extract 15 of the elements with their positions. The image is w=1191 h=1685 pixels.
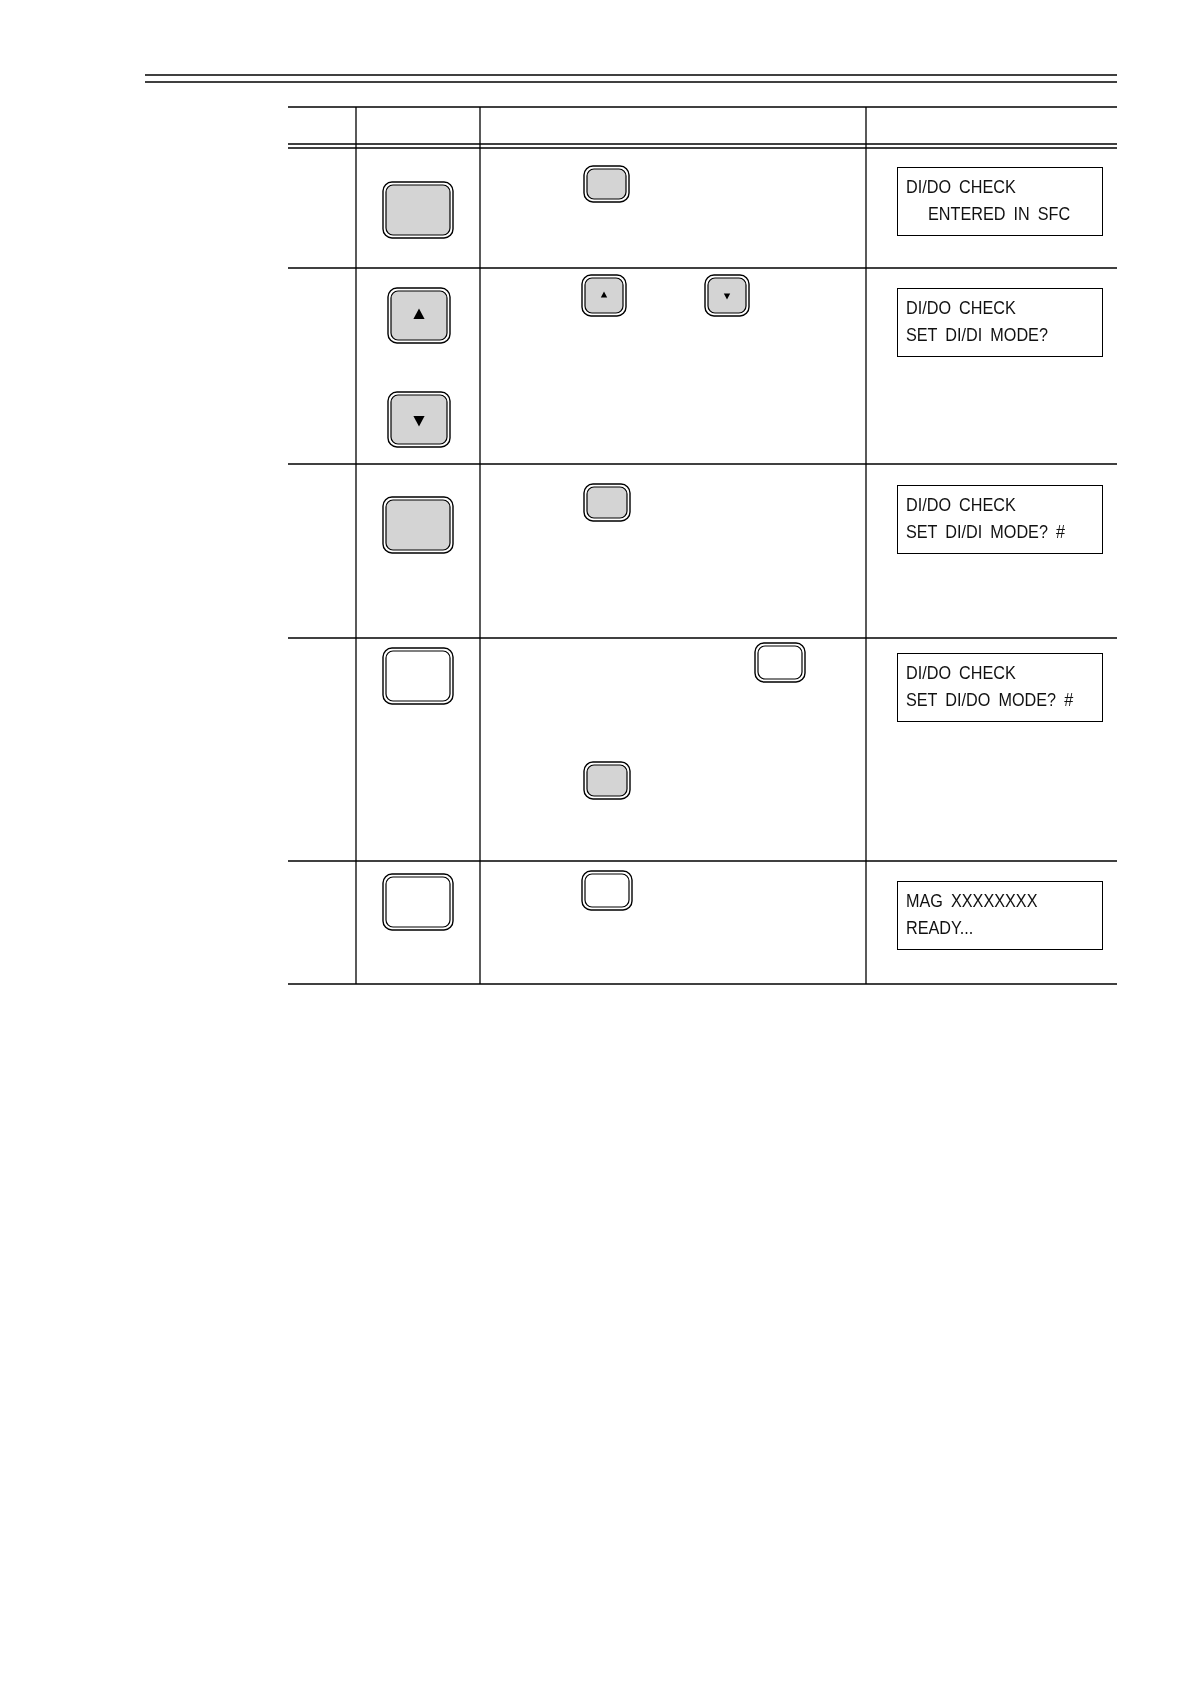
- display-text: SET DI/DI MODE? #: [906, 521, 1066, 544]
- display-text: SET DI/DI MODE?: [906, 324, 1048, 347]
- display-text: DI/DO CHECK: [906, 297, 1016, 320]
- display-text: DI/DO CHECK: [906, 176, 1016, 199]
- display-text: MAG XXXXXXXX: [906, 890, 1038, 913]
- lcd-display: [897, 167, 1103, 236]
- lcd-display: [897, 653, 1103, 722]
- lcd-display: [897, 881, 1103, 950]
- lcd-display: [897, 485, 1103, 554]
- display-text: SET DI/DO MODE? #: [906, 689, 1074, 712]
- display-text: READY...: [906, 917, 974, 940]
- display-text: DI/DO CHECK: [906, 662, 1016, 685]
- lcd-display: [897, 288, 1103, 357]
- display-text: DI/DO CHECK: [906, 494, 1016, 517]
- display-text: ENTERED IN SFC: [928, 203, 1071, 226]
